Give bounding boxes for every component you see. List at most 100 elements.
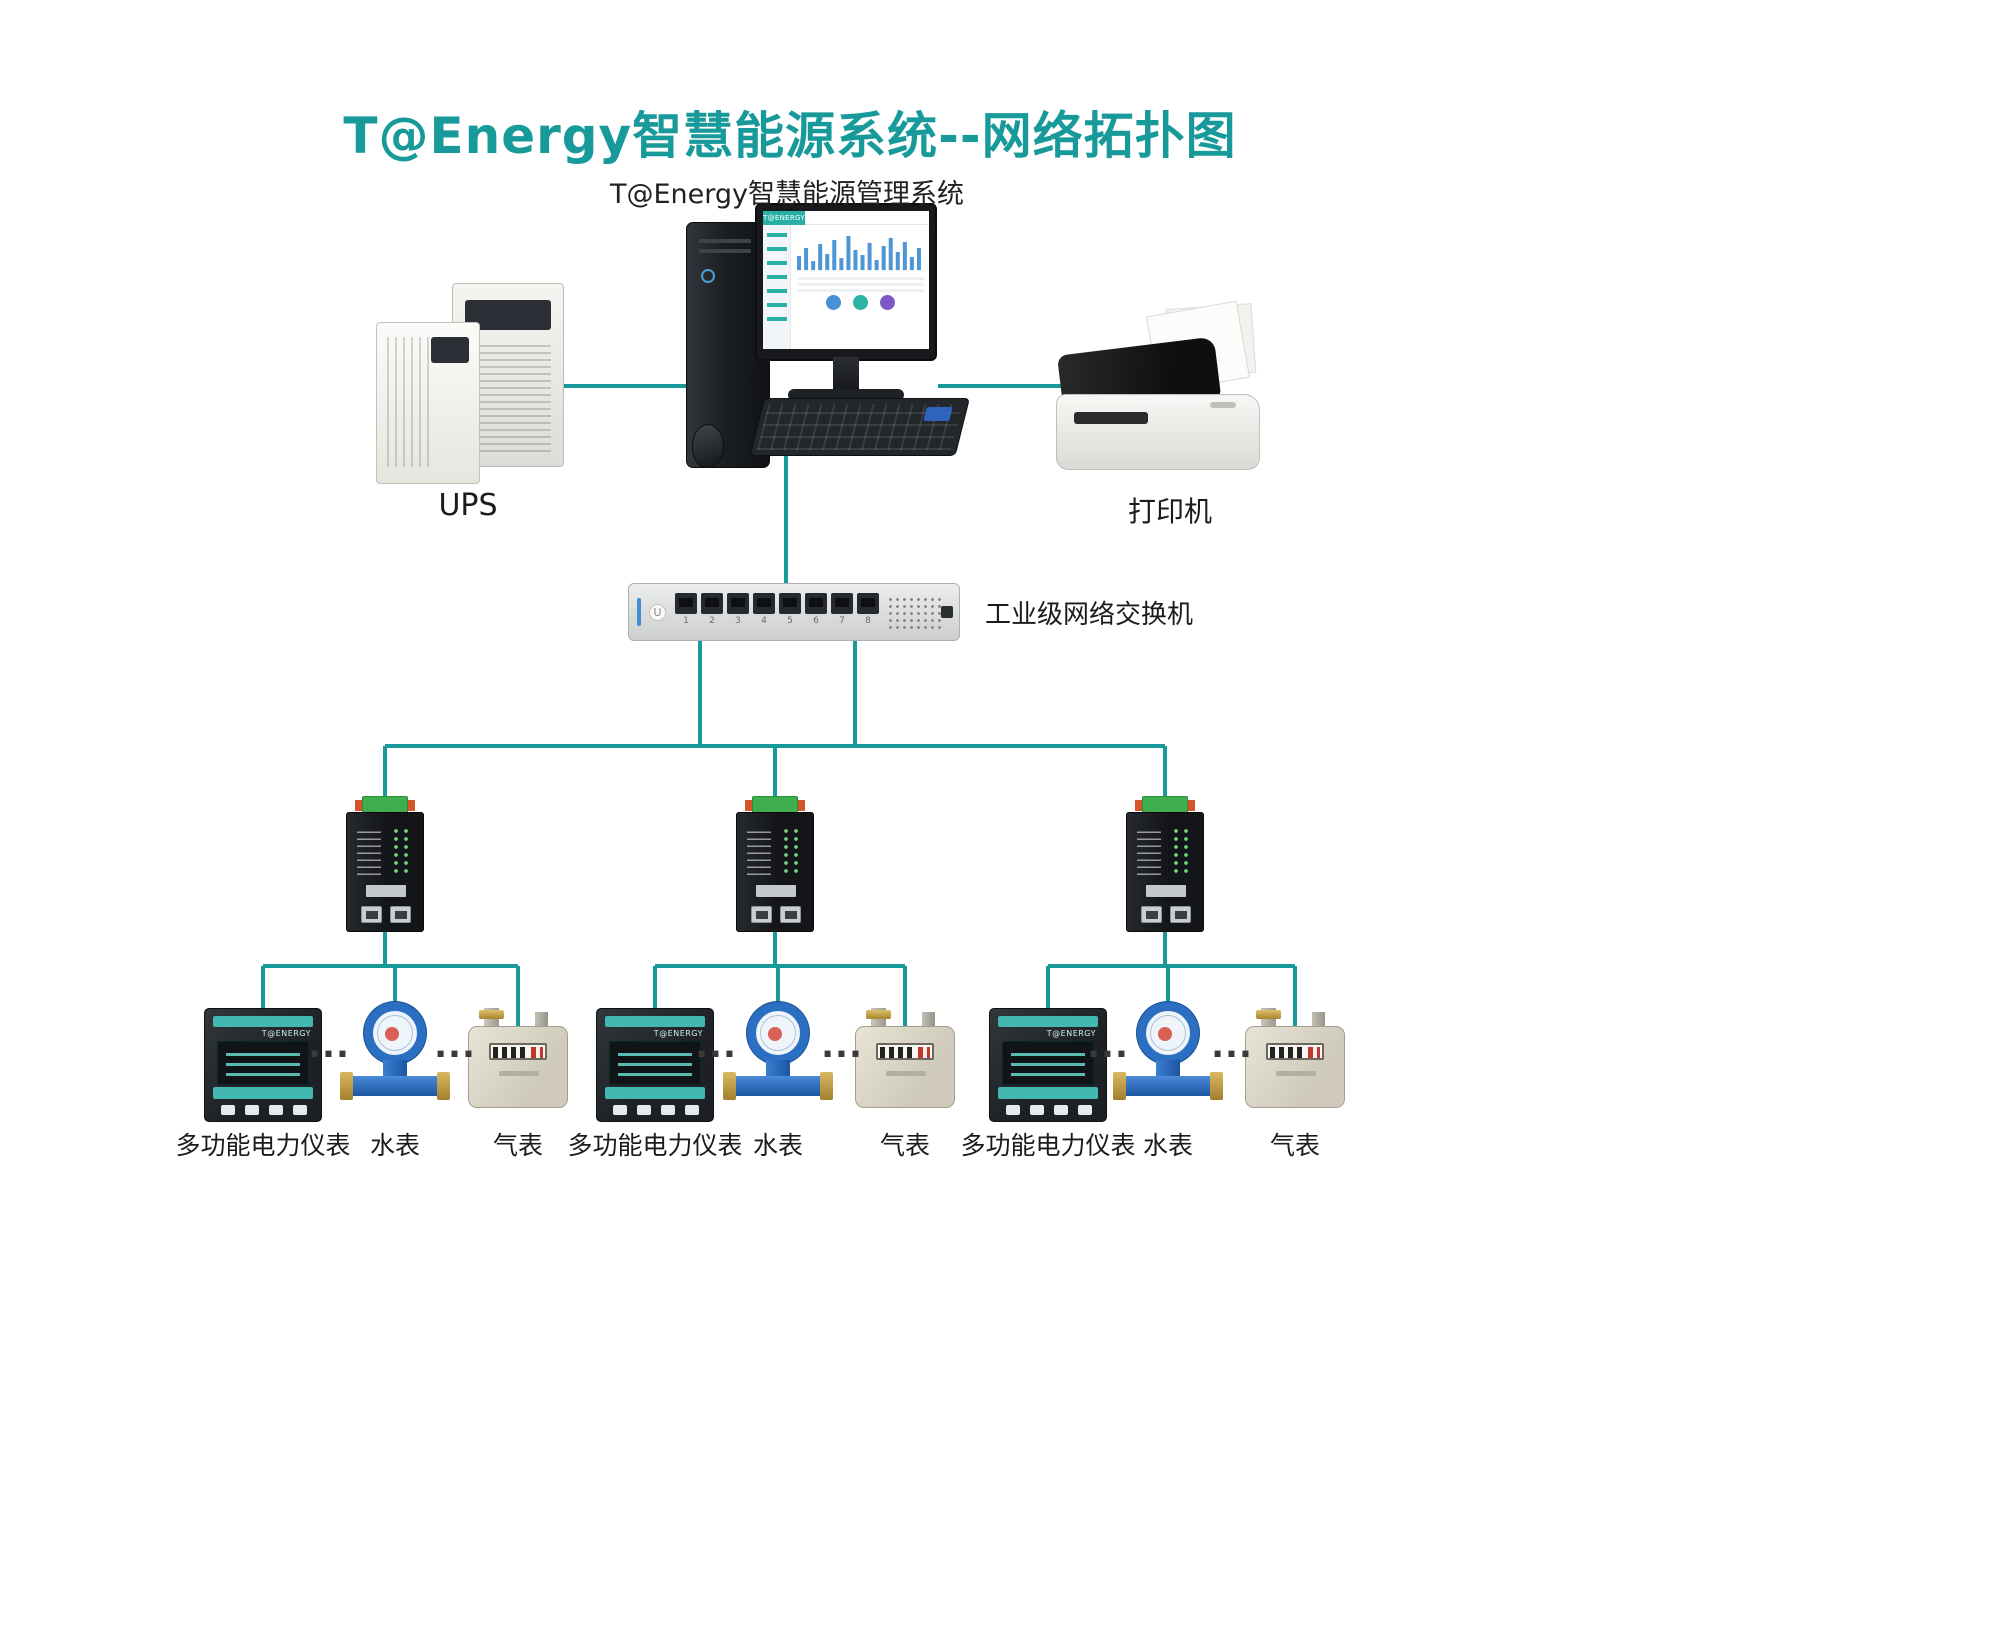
gas-meter-label: 气表: [879, 1131, 931, 1160]
dashboard-main: [792, 226, 929, 349]
gas-meter-label: 气表: [1269, 1131, 1321, 1160]
meter-top-band: [998, 1016, 1098, 1027]
management-system-label: T@Energy智慧能源管理系统: [609, 179, 965, 210]
network-switch: U 1 2 3 4 5 6 7 8: [628, 583, 960, 641]
gateway-ports: [1141, 906, 1191, 923]
gas-meter: [855, 1008, 955, 1108]
gateway-2: [736, 796, 814, 932]
water-meter-neck: [766, 1060, 790, 1078]
meter-buttons: [613, 1105, 699, 1115]
ellipsis: ...: [695, 1026, 737, 1066]
water-meter-dial: [1137, 1002, 1199, 1064]
meter-top-band: [213, 1016, 313, 1027]
mouse: [692, 424, 724, 468]
ethernet-port: [805, 593, 827, 614]
ethernet-port: [390, 906, 411, 923]
gateway-body: [1126, 812, 1204, 932]
gas-meter: [1245, 1008, 1345, 1108]
printer: [1056, 300, 1264, 472]
pie-chart-teal: [853, 295, 868, 310]
printer-button: [1210, 402, 1236, 408]
meter-brand: T@ENERGY: [1046, 1029, 1096, 1038]
ethernet-port: [701, 593, 723, 614]
switch-vents: [887, 596, 945, 630]
water-meter: [1112, 1002, 1224, 1114]
meter-buttons: [1006, 1105, 1092, 1115]
port-number: 5: [787, 616, 793, 626]
dashboard-logo: T@ENERGY: [763, 211, 805, 225]
port-number: 2: [709, 616, 715, 626]
power-meter: T@ENERGY: [989, 1008, 1107, 1122]
monitor: T@ENERGY: [755, 203, 937, 361]
power-meter-label: 多功能电力仪表: [960, 1131, 1136, 1160]
page-title: T@Energy智慧能源系统--网络拓扑图: [343, 107, 1237, 165]
ups-label: UPS: [438, 488, 498, 523]
ethernet-port: [361, 906, 382, 923]
water-meter-dial: [747, 1002, 809, 1064]
meter-display: [609, 1041, 701, 1085]
gas-meter: [468, 1008, 568, 1108]
gateway-ports: [751, 906, 801, 923]
ellipsis: ...: [308, 1026, 350, 1066]
gateway-3: [1126, 796, 1204, 932]
power-meter: T@ENERGY: [596, 1008, 714, 1122]
meter-display: [1002, 1041, 1094, 1085]
ethernet-port: [727, 593, 749, 614]
ethernet-port: [1170, 906, 1191, 923]
water-meter-label: 水表: [369, 1131, 421, 1160]
gas-meter-body: [855, 1026, 955, 1108]
gateway-1: [346, 796, 424, 932]
gateway-body: [346, 812, 424, 932]
port-number: 4: [761, 616, 767, 626]
gas-meter-nut: [479, 1010, 504, 1019]
gas-meter-counter: [1266, 1043, 1324, 1060]
water-meter-neck: [383, 1060, 407, 1078]
switch-power-socket: [941, 606, 953, 618]
gas-meter-pipe-right: [535, 1012, 548, 1028]
ethernet-port: [780, 906, 801, 923]
gas-meter-body: [468, 1026, 568, 1108]
gateway-text-lines: [1137, 829, 1161, 875]
water-meter-dial: [364, 1002, 426, 1064]
gateway-name-plate: [366, 885, 406, 897]
dashboard-table: [797, 276, 924, 292]
gas-meter-counter: [876, 1043, 934, 1060]
meter-top-band: [605, 1016, 705, 1027]
switch-port-numbers: 1 2 3 4 5 6 7 8: [675, 616, 879, 626]
port-number: 6: [813, 616, 819, 626]
monitor-screen: T@ENERGY: [763, 211, 929, 349]
ethernet-port: [857, 593, 879, 614]
gateway-body: [736, 812, 814, 932]
dashboard-sidebar: [763, 225, 791, 349]
gateway-leds: [1171, 827, 1191, 877]
water-meter-neck: [1156, 1060, 1180, 1078]
gateway-name-plate: [756, 885, 796, 897]
gas-meter-label: 气表: [492, 1131, 544, 1160]
printer-label: 打印机: [1127, 495, 1213, 528]
connection-path: [261, 384, 1297, 1032]
water-meter-label: 水表: [1142, 1131, 1194, 1160]
ellipsis: ...: [821, 1026, 863, 1066]
meter-bottom-band: [213, 1087, 313, 1099]
pie-chart-blue: [826, 295, 841, 310]
port-number: 8: [865, 616, 871, 626]
water-meter: [722, 1002, 834, 1114]
gateway-leds: [391, 827, 411, 877]
gas-meter-pipe-right: [922, 1012, 935, 1028]
terminal-block: [355, 796, 415, 814]
meter-buttons: [221, 1105, 307, 1115]
power-meter-label: 多功能电力仪表: [567, 1131, 743, 1160]
dashboard-bar-chart: [797, 235, 921, 271]
ethernet-port: [753, 593, 775, 614]
ethernet-port: [675, 593, 697, 614]
meter-brand: T@ENERGY: [653, 1029, 703, 1038]
power-meter: T@ENERGY: [204, 1008, 322, 1122]
dashboard-header: T@ENERGY: [763, 211, 929, 225]
switch-ports: [675, 593, 879, 614]
gas-meter-pipe-right: [1312, 1012, 1325, 1028]
meter-brand: T@ENERGY: [261, 1029, 311, 1038]
monitor-stand-neck: [833, 357, 859, 393]
water-meter-label: 水表: [752, 1131, 804, 1160]
pie-chart-purple: [880, 295, 895, 310]
